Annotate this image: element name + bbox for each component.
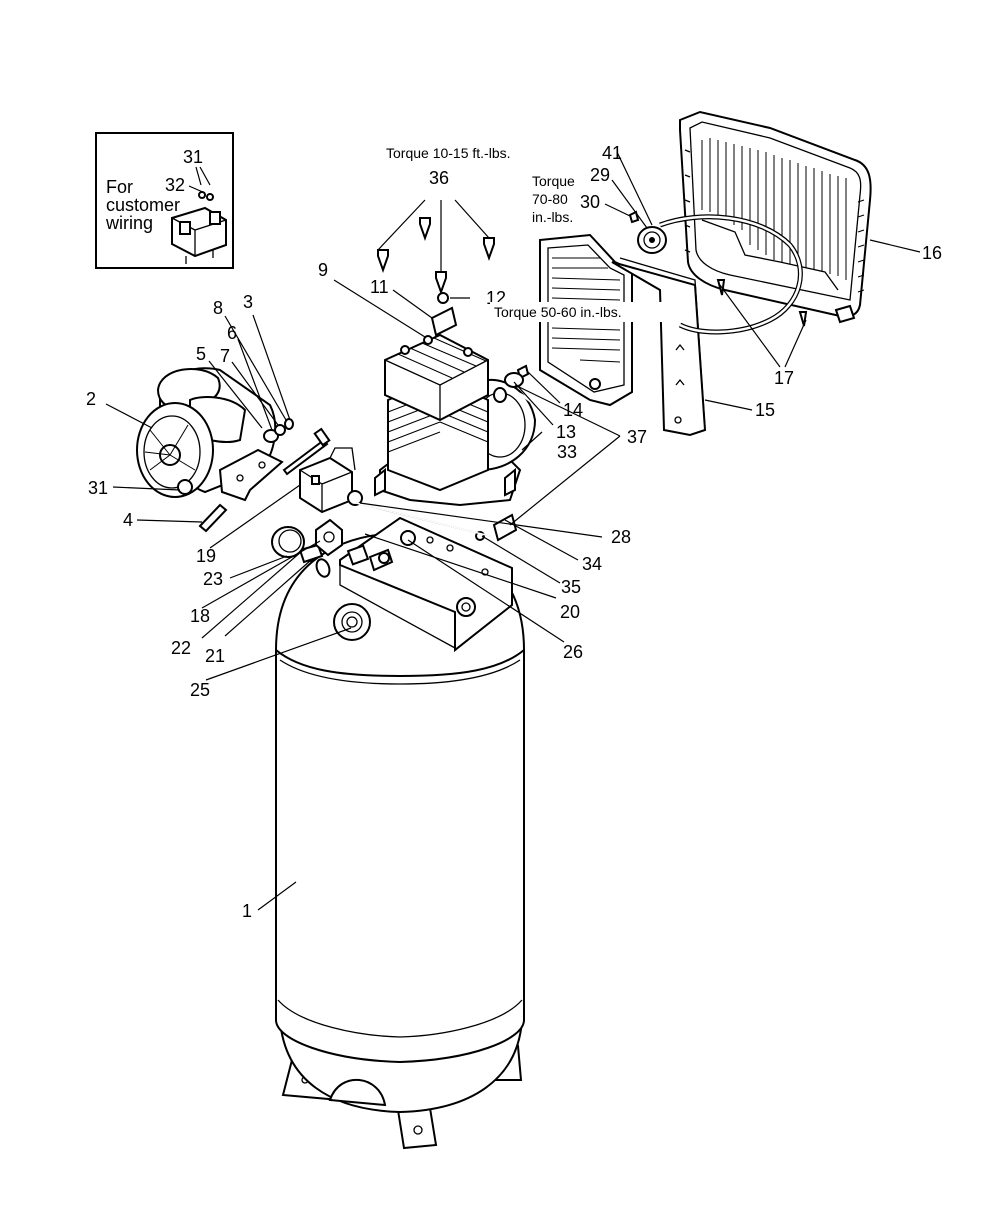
callout-34: 34 <box>582 554 602 574</box>
callout-41: 41 <box>602 143 622 163</box>
callout-14: 14 <box>563 400 583 420</box>
head-bolts-36 <box>377 217 495 295</box>
callout-2: 2 <box>86 389 96 409</box>
screw-17a <box>716 279 726 296</box>
coupler-18 <box>315 518 343 557</box>
screw-30 <box>628 210 640 224</box>
callout-4: 4 <box>123 510 133 530</box>
inset-label-31: 31 <box>183 147 203 167</box>
fitting-28 <box>347 490 363 506</box>
callout-30: 30 <box>580 192 600 212</box>
compressor-pump <box>374 333 537 507</box>
tank-fitting-25 <box>333 603 371 641</box>
discharge-tube-33 <box>475 383 543 542</box>
torque-note-pulley-line-3: in.-lbs. <box>532 209 573 225</box>
torque-note-belt-guard: Torque 50-60 in.-lbs. <box>494 304 622 320</box>
fitting-13 <box>493 387 507 403</box>
motor-hardware <box>263 418 331 476</box>
lockwasher-7 <box>274 424 286 436</box>
callout-18: 18 <box>190 606 210 626</box>
nut-8 <box>284 418 294 430</box>
callout-36: 36 <box>429 168 449 188</box>
callout-31: 31 <box>88 478 108 498</box>
inset-label-32: 32 <box>165 175 185 195</box>
callout-3: 3 <box>243 292 253 312</box>
inset-note-line-1: For <box>106 177 133 197</box>
belt-guard-front-16 <box>679 110 872 324</box>
callout-33: 33 <box>557 442 577 462</box>
callout-37: 37 <box>627 427 647 447</box>
bolt-3 <box>282 438 329 476</box>
inset-note-line-2: customer <box>106 195 180 215</box>
callout-7: 7 <box>220 346 230 366</box>
callout-29: 29 <box>590 165 610 185</box>
callout-9: 9 <box>318 260 328 280</box>
torque-note-pulley-line-2: 70-80 <box>532 191 568 207</box>
callout-23: 23 <box>203 569 223 589</box>
belt-41 <box>659 214 803 335</box>
callout-11: 11 <box>370 277 389 297</box>
motor-key-4 <box>198 503 228 533</box>
torque-note-pulley-line-1: Torque <box>532 173 575 189</box>
pressure-gauge-23 <box>271 526 305 558</box>
motor-terminal-31 <box>177 479 193 495</box>
callout-13: 13 <box>556 422 576 442</box>
callout-5: 5 <box>196 344 206 364</box>
callout-35: 35 <box>561 577 581 597</box>
callout-16: 16 <box>922 243 942 263</box>
inset-pressure-switch <box>171 191 227 264</box>
callout-labels: 1 2 3 4 5 6 7 8 9 11 12 13 14 15 16 17 1… <box>86 143 942 921</box>
callout-8: 8 <box>213 298 223 318</box>
tank-foot-front <box>396 1106 438 1150</box>
callout-25: 25 <box>190 680 210 700</box>
callout-22: 22 <box>171 638 191 658</box>
callout-1: 1 <box>242 901 252 921</box>
torque-note-guard-bg <box>490 302 688 322</box>
callout-28: 28 <box>611 527 631 547</box>
torque-notes: Torque 10-15 ft.-lbs. Torque 50-60 in.-l… <box>386 145 688 322</box>
callout-17: 17 <box>774 368 794 388</box>
callout-20: 20 <box>560 602 580 622</box>
callout-19: 19 <box>196 546 216 566</box>
fitting-34 <box>492 513 518 542</box>
saddle-fitting-26 <box>456 597 476 617</box>
pump-head <box>384 333 489 422</box>
pulley-29 <box>637 226 667 254</box>
nut-12 <box>437 292 449 304</box>
tank-body <box>275 649 525 1064</box>
tank-fittings <box>298 543 394 578</box>
fitting-21 <box>315 558 331 578</box>
inset-note-line-3: wiring <box>105 213 153 233</box>
callout-26: 26 <box>563 642 583 662</box>
electric-motor <box>136 367 284 502</box>
torque-note-head-bolts: Torque 10-15 ft.-lbs. <box>386 145 511 161</box>
bracket-11 <box>430 292 458 337</box>
screw-17b <box>798 311 808 327</box>
callout-15: 15 <box>755 400 775 420</box>
pressure-switch-19 <box>299 447 363 514</box>
washer-14 <box>504 372 524 388</box>
leader-lines <box>105 151 921 911</box>
washer-6 <box>263 429 279 443</box>
callout-21: 21 <box>205 646 225 666</box>
inset-customer-wiring: 31 32 For customer wiring <box>95 132 234 269</box>
callout-6: 6 <box>227 323 237 343</box>
